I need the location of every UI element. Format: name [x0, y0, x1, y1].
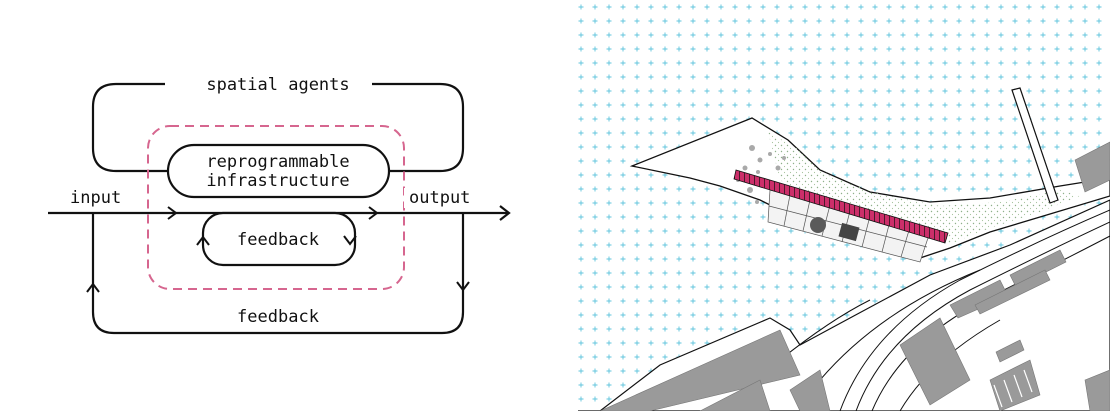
inner-arrowhead-left: [167, 206, 178, 220]
input-label: input: [70, 188, 121, 208]
inner-arrowhead-right: [368, 206, 379, 220]
spatial-agents-loop: [91, 82, 465, 173]
south-land: [578, 199, 1110, 411]
site-plan-map: [578, 0, 1110, 411]
buildings: [599, 141, 1110, 411]
outer-feedback-label: feedback: [237, 307, 319, 327]
warehouse-stripes: [993, 369, 1033, 408]
round-structure: [810, 217, 826, 233]
reprogrammable-label-line1: reprogrammable: [206, 152, 349, 172]
inner-feedback-label: feedback: [237, 230, 319, 250]
inner-feedback-arrow-down: [343, 235, 357, 246]
spatial-agents-label: spatial agents: [206, 75, 349, 95]
dark-block: [838, 222, 860, 242]
output-arrowhead: [499, 205, 511, 221]
north-dock: [1011, 87, 1059, 204]
outer-feedback-arrow-up: [86, 282, 100, 293]
park-vegetation: [768, 132, 1080, 244]
reprogrammable-infrastructure-node: [166, 143, 391, 199]
reprogrammable-infrastructure-bar: [733, 169, 949, 244]
road-network: [779, 209, 1110, 411]
reprogrammable-label-line2: infrastructure: [206, 171, 349, 191]
outer-feedback-loop: [91, 213, 465, 335]
inner-feedback-arrow-up: [196, 235, 210, 246]
system-diagram: reprogrammable infrastructure input outp…: [48, 74, 511, 335]
outer-feedback-arrow-down: [456, 281, 470, 292]
output-label: output: [409, 188, 470, 208]
